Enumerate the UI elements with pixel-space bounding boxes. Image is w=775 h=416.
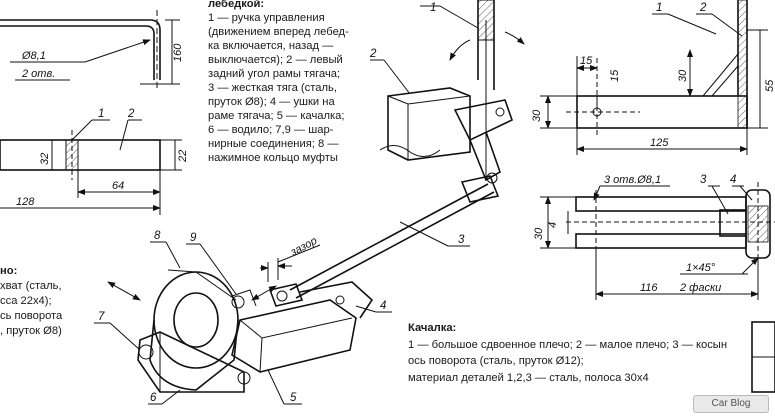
dim-hole-diameter: Ø8,1 xyxy=(21,50,46,62)
dim-holes-count: 2 отв. xyxy=(21,68,55,80)
dim-holes: 3 отв.Ø8,1 xyxy=(604,174,661,186)
left-note-line: , пруток Ø8) xyxy=(0,325,62,337)
callout-assembly-8: 8 xyxy=(154,230,161,242)
left-note-line: но: xyxy=(0,265,18,277)
dim-chamfer: 1×45° xyxy=(686,262,716,274)
winch-note-line: пруток Ø8); 4 — ушки на xyxy=(208,96,335,108)
winch-note-line: 6 — водило; 7,9 — шар- xyxy=(208,124,334,136)
left-note-line: сь поворота xyxy=(0,310,63,322)
winch-note-line: нажимное кольцо муфты xyxy=(208,152,338,164)
dim-right-width: 22 xyxy=(177,150,189,163)
callout-left-1: 1 xyxy=(98,108,104,120)
callout-assembly-4: 4 xyxy=(380,300,386,312)
callout-right-3: 3 xyxy=(700,174,707,186)
dim-30-a: 30 xyxy=(531,109,543,122)
winch-note-heading: лебедкой: xyxy=(208,0,265,10)
callout-right-1: 1 xyxy=(656,2,662,14)
dim-length-64: 64 xyxy=(112,180,124,192)
winch-note-line: нирные соединения; 8 — xyxy=(208,138,339,150)
dim-55: 55 xyxy=(764,79,775,92)
callout-assembly-1: 1 xyxy=(430,2,436,14)
right-edge-fragment xyxy=(751,321,775,393)
dim-length-128: 128 xyxy=(16,196,35,208)
watermark-badge: Car Blog xyxy=(693,395,769,413)
rocker-note-line: 1 — большое сдвоенное плечо; 2 — малое п… xyxy=(408,339,728,351)
left-note-line: сса 22х4); xyxy=(0,295,52,307)
winch-note-line: 1 — ручка управления xyxy=(208,12,325,24)
callout-assembly-2: 2 xyxy=(369,48,377,60)
dim-inner-width: 32 xyxy=(39,153,51,165)
callout-assembly-6: 6 xyxy=(150,392,157,404)
assembly-drawing xyxy=(94,0,525,405)
winch-note-line: раме тягача; 5 — качалка; xyxy=(208,110,345,122)
right-top-drawing xyxy=(540,0,768,155)
winch-note-line: задний угол рамы тягача; xyxy=(208,68,341,80)
dim-4: 4 xyxy=(547,222,559,228)
gap-label: зазор xyxy=(288,235,319,259)
winch-note-line: ка включается, назад — xyxy=(208,40,334,52)
dim-116: 116 xyxy=(640,282,658,294)
callout-assembly-3: 3 xyxy=(458,234,465,246)
dim-15-b: 15 xyxy=(609,69,621,82)
rocker-note-heading: Качалка: xyxy=(408,322,457,334)
rocker-note-line: материал деталей 1,2,3 — сталь, полоса 3… xyxy=(408,372,649,384)
callout-assembly-5: 5 xyxy=(290,392,297,404)
callout-right-2: 2 xyxy=(699,2,707,14)
callout-right-4: 4 xyxy=(730,174,736,186)
rocker-note-line: ось поворота (сталь, пруток Ø12); xyxy=(408,355,584,367)
callout-assembly-7: 7 xyxy=(98,311,105,323)
right-bottom-drawing xyxy=(540,182,775,300)
winch-note-line: 3 — жесткая тяга (сталь, xyxy=(208,82,337,94)
dim-15-a: 15 xyxy=(580,55,593,67)
left-note-line: хват (сталь, xyxy=(0,280,62,292)
dim-30-c: 30 xyxy=(533,227,545,240)
dim-125: 125 xyxy=(650,137,669,149)
dim-height: 160 xyxy=(172,43,184,62)
winch-note-line: выключается); 2 — левый xyxy=(208,54,343,66)
callout-assembly-9: 9 xyxy=(190,232,197,244)
left-part-drawing xyxy=(0,10,182,215)
callout-left-2: 2 xyxy=(127,108,135,120)
dim-chamfers: 2 фаски xyxy=(679,282,721,294)
dim-30-b: 30 xyxy=(677,69,689,82)
winch-note-line: (движением вперед лебед- xyxy=(208,26,349,38)
